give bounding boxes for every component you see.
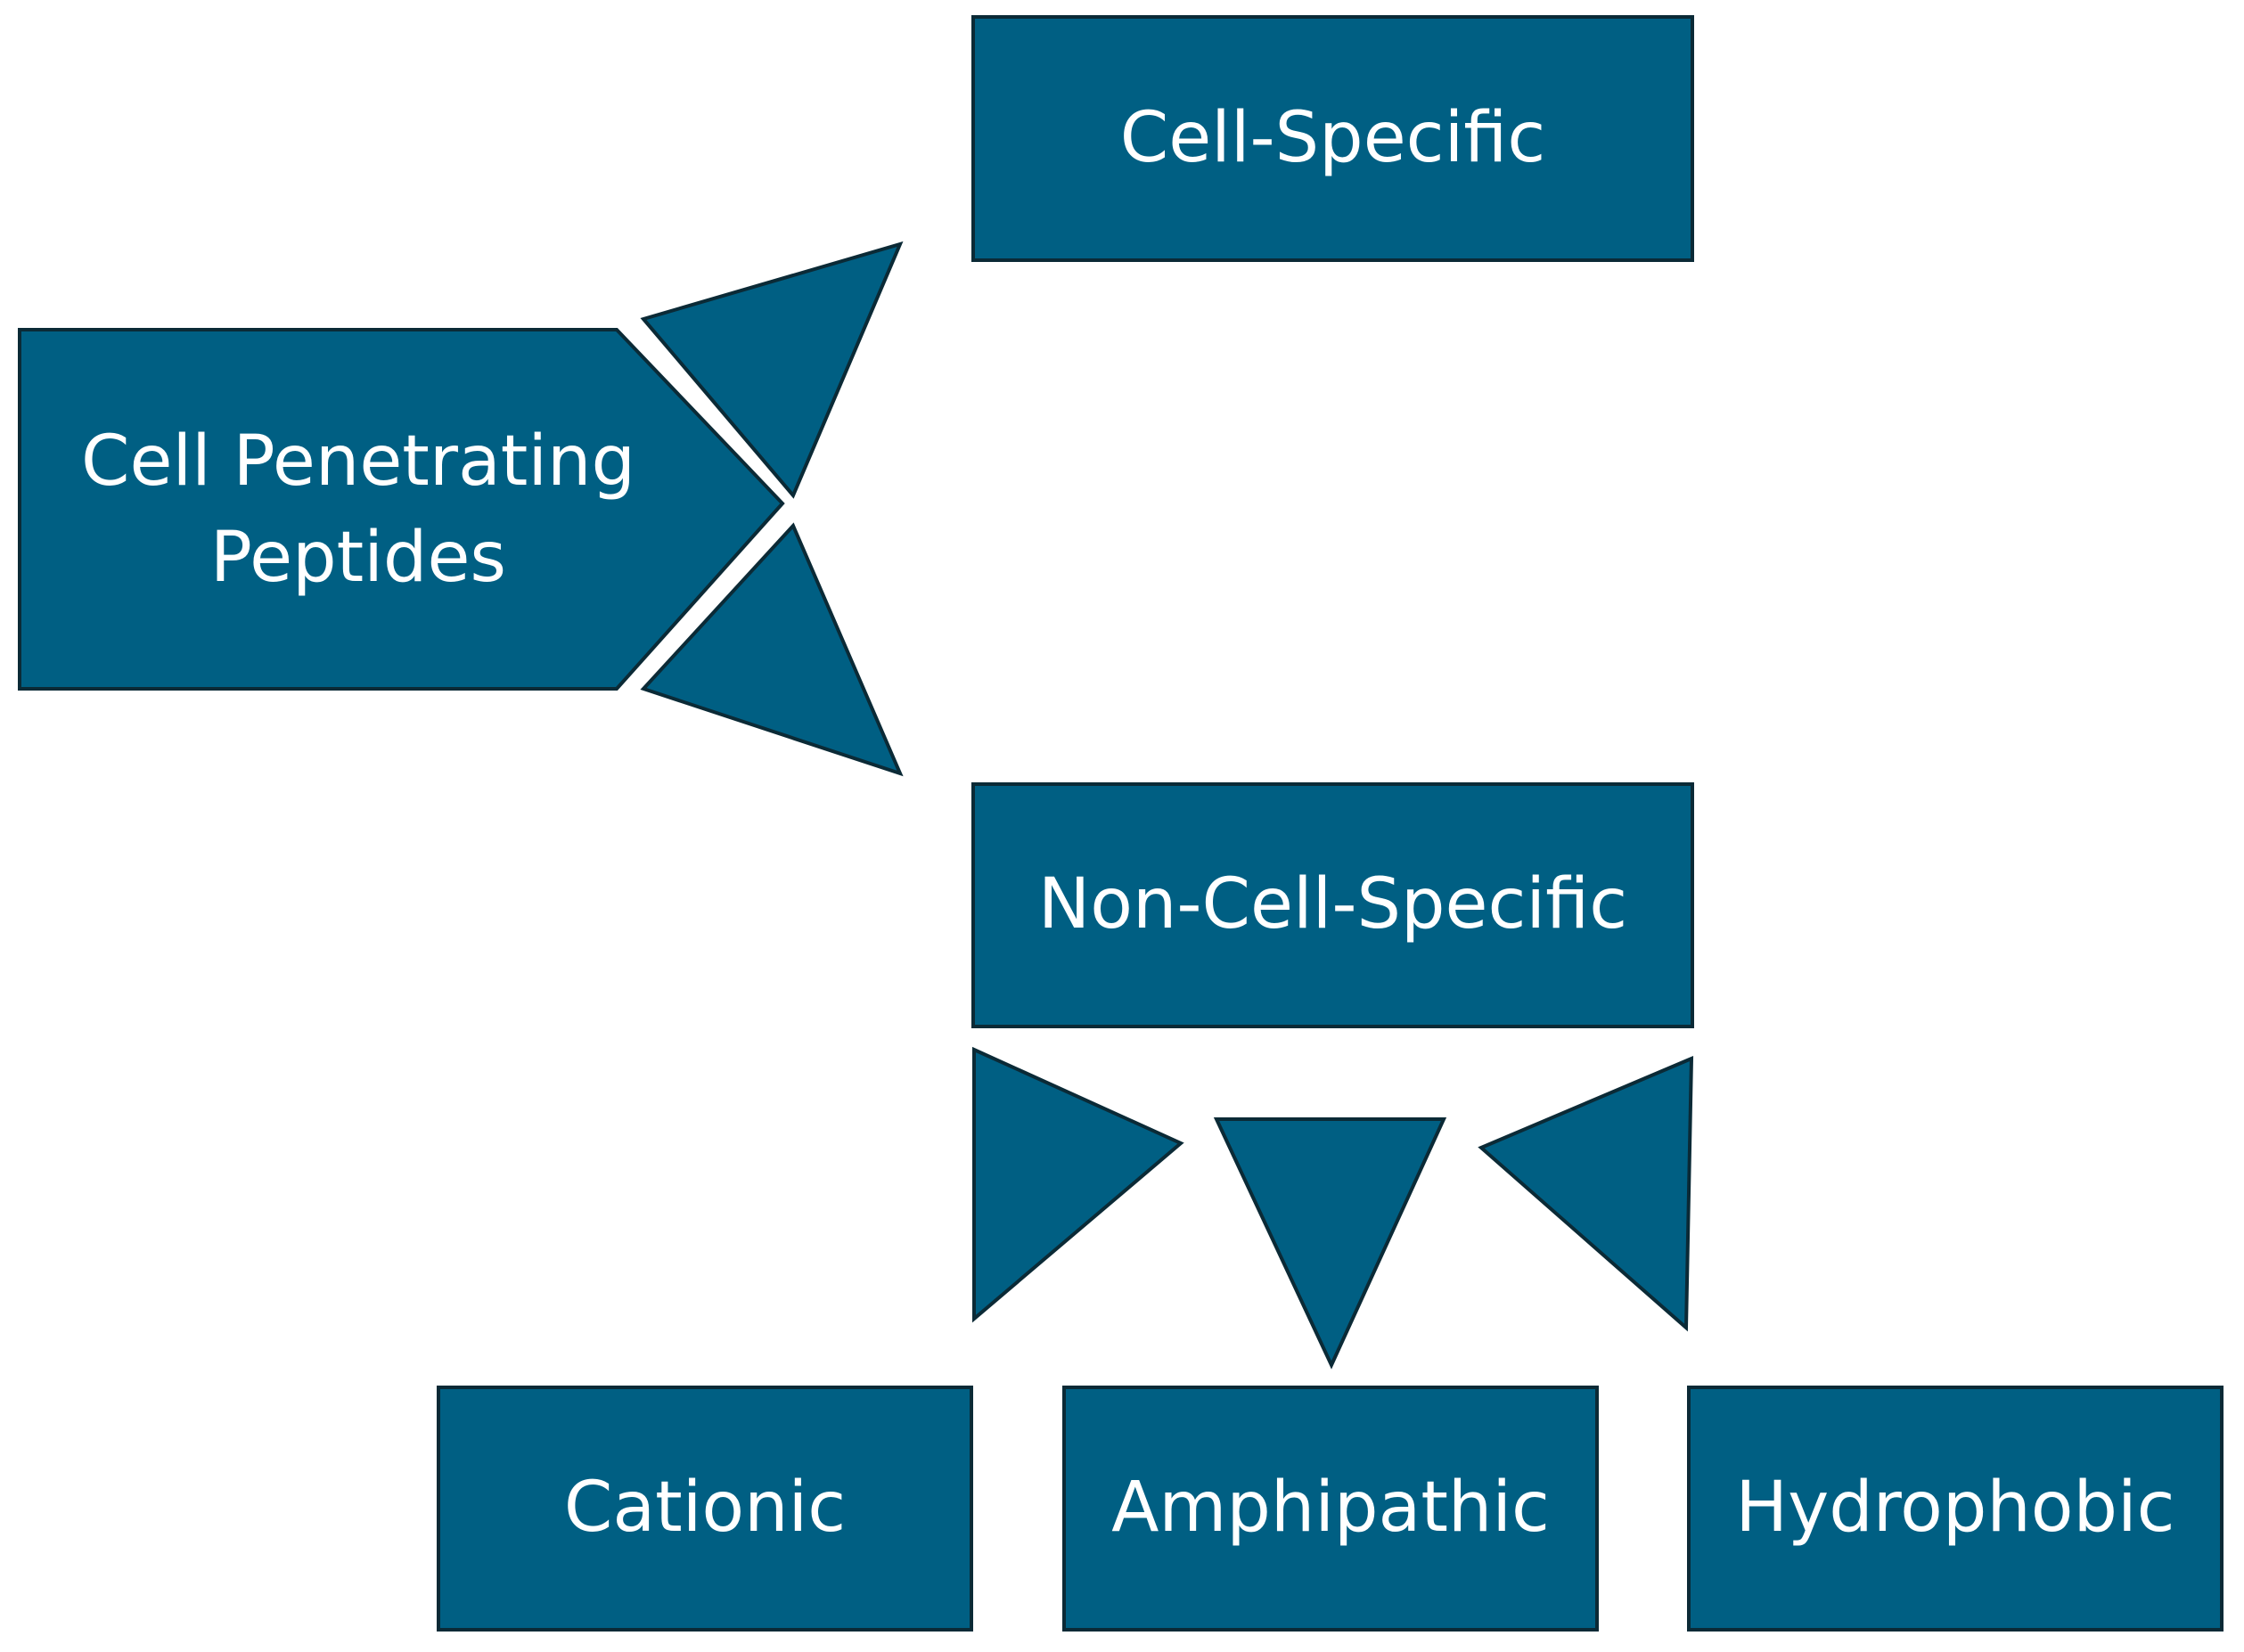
non-cell-specific-label: Non-Cell-Specific xyxy=(1037,864,1628,945)
arrow-to-hydrophobic xyxy=(1478,1055,1694,1332)
root-label-line2: Peptides xyxy=(209,517,507,598)
root-label-line1: Cell Penetrating xyxy=(81,421,635,502)
arrow-to-non-cell-specific xyxy=(640,522,904,777)
hydrophobic-label: Hydrophobic xyxy=(1735,1468,2175,1549)
amphipathic-node: Amphipathic xyxy=(1062,1386,1599,1632)
root-node-label: Cell Penetrating Peptides xyxy=(20,330,697,691)
root-chevron-shape xyxy=(18,328,785,691)
amphipathic-label: Amphipathic xyxy=(1111,1468,1550,1549)
cell-specific-label: Cell-Specific xyxy=(1119,97,1546,178)
cationic-label: Cationic xyxy=(563,1468,847,1549)
non-cell-specific-node: Non-Cell-Specific xyxy=(971,782,1694,1028)
cationic-node: Cationic xyxy=(437,1386,973,1632)
arrow-to-cationic xyxy=(972,1046,1184,1323)
hydrophobic-node: Hydrophobic xyxy=(1687,1386,2224,1632)
arrow-to-amphipathic xyxy=(1213,1117,1447,1370)
arrow-to-cell-specific xyxy=(640,241,904,499)
cell-specific-node: Cell-Specific xyxy=(971,15,1694,262)
